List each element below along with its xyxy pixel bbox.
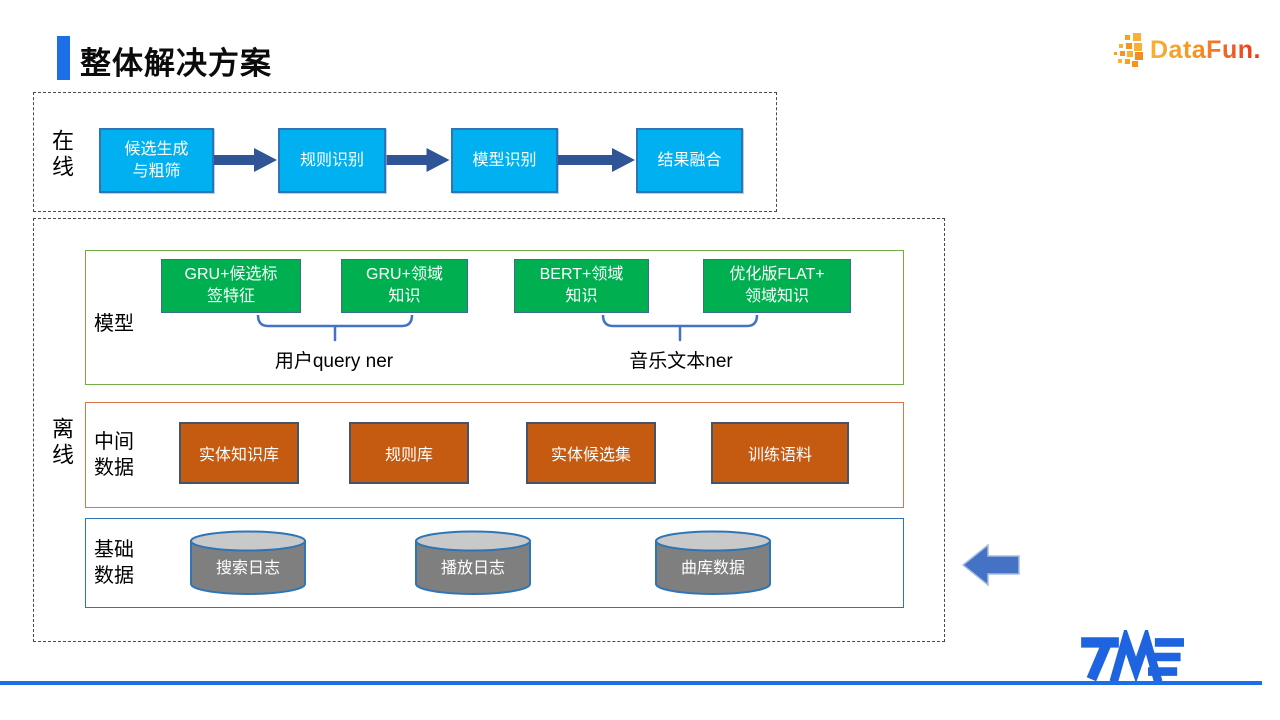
flow-step-rule-recognition: 规则识别: [278, 128, 386, 193]
datafun-logo: DataFun.: [1113, 30, 1261, 70]
flow-step-model-recognition: 模型识别: [451, 128, 558, 193]
footer-divider: [0, 681, 1262, 685]
offline-section: 离线: [33, 218, 945, 642]
model-box-flat-domain: 优化版FLAT+ 领域知识: [703, 259, 851, 313]
model-box-line: 知识: [565, 288, 598, 305]
offline-label: 离线: [49, 417, 74, 469]
flow-step-line: 结果融合: [657, 151, 722, 169]
data-box-training-corpus: 训练语料: [711, 422, 849, 484]
flow-step-line: 规则识别: [299, 151, 364, 169]
data-box-rule-base: 规则库: [349, 422, 469, 484]
database-cylinder-search-log: 搜索日志: [189, 530, 307, 596]
model-box-line: GRU+候选标: [184, 265, 278, 283]
online-section: 在线 候选生成 与粗筛 规则识别 模型识别 结果融合: [33, 92, 777, 212]
brace-icon: [601, 315, 759, 342]
flow-step-line: 与粗筛: [132, 162, 181, 180]
database-cylinder-play-log: 播放日志: [414, 530, 532, 596]
left-arrow-icon: [962, 543, 1020, 587]
cylinder-label: 搜索日志: [215, 560, 280, 577]
model-label: 模型: [94, 313, 134, 335]
base-data-label: 基础数据: [94, 539, 134, 587]
intermediate-data-label: 中间数据: [94, 431, 134, 479]
model-box-line: GRU+领域: [366, 265, 443, 283]
database-icon: [190, 530, 306, 595]
model-box-line: 签特征: [206, 288, 255, 305]
datafun-logo-text: DataFun.: [1150, 35, 1261, 64]
database-icon: [415, 530, 531, 595]
datafun-logo-icon: [1114, 33, 1143, 67]
base-data-subsection: 基础数据 搜索日志 播放日志 曲库数据: [85, 518, 904, 608]
model-box-line: 知识: [388, 288, 421, 305]
intermediate-data-subsection: 中间数据 实体知识库 规则库 实体候选集 训练语料: [85, 402, 904, 508]
group-label-user-query-ner: 用户query ner: [274, 351, 394, 372]
flow-arrow-icon: [558, 148, 635, 172]
data-box-entity-knowledge-base: 实体知识库: [179, 422, 299, 484]
tme-logo: [1081, 630, 1184, 684]
page-title: 整体解决方案: [80, 46, 272, 81]
model-box-line: 领域知识: [744, 288, 809, 305]
flow-arrow-icon: [386, 148, 450, 172]
group-label-music-text-ner: 音乐文本ner: [629, 351, 733, 372]
cylinder-label: 曲库数据: [680, 560, 745, 577]
cylinder-label: 播放日志: [440, 560, 505, 577]
flow-step-candidate-generation: 候选生成 与粗筛: [99, 128, 214, 193]
flow-step-line: 候选生成: [124, 140, 189, 158]
flow-arrow-icon: [214, 148, 277, 172]
title-accent-bar: [57, 36, 70, 80]
online-label: 在线: [49, 129, 74, 181]
database-cylinder-music-library: 曲库数据: [654, 530, 772, 596]
model-box-line: BERT+领域: [539, 265, 624, 283]
model-box-gru-candidate: GRU+候选标 签特征: [161, 259, 301, 313]
data-box-entity-candidate-set: 实体候选集: [526, 422, 656, 484]
model-box-bert-domain: BERT+领域 知识: [514, 259, 649, 313]
flow-step-line: 模型识别: [472, 151, 537, 169]
flow-step-result-fusion: 结果融合: [636, 128, 743, 193]
brace-icon: [256, 315, 414, 342]
model-box-line: 优化版FLAT+: [729, 265, 825, 283]
model-subsection: 模型 GRU+候选标 签特征 GRU+领域 知识 BERT+领域 知识 优化版F…: [85, 250, 904, 385]
model-box-gru-domain: GRU+领域 知识: [341, 259, 468, 313]
database-icon: [655, 530, 771, 595]
